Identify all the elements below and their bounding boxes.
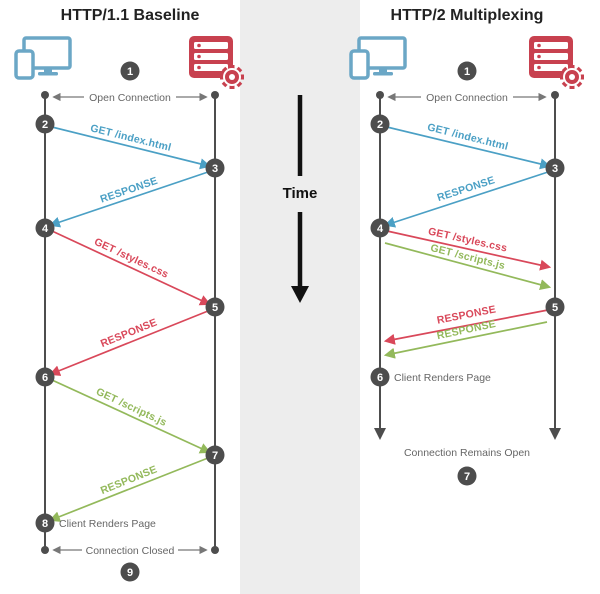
monitor-base-icon: [38, 72, 58, 76]
right-step-5-badge: 5: [545, 297, 565, 317]
server-slot-icon: [194, 53, 228, 60]
left-step-8-badge: 8: [35, 513, 55, 533]
right-step-4-badge: 4: [370, 218, 390, 238]
lifeline-dot: [211, 546, 219, 554]
right-step-3-badge: 3: [545, 158, 565, 178]
client-device-icon: [349, 36, 407, 80]
step-number: 6: [42, 372, 48, 384]
arrow-response-index: [383, 171, 549, 228]
right-step-2-badge: 2: [370, 114, 390, 134]
client-device-icon: [14, 36, 72, 80]
step-number: 5: [552, 302, 558, 314]
step-number: 1: [464, 66, 470, 78]
tablet-icon: [349, 49, 370, 80]
lifeline-arrowhead-icon: [549, 428, 561, 440]
arrow-get-styles: [386, 230, 552, 271]
open-connection-label: Open Connection: [89, 92, 171, 104]
right-panel-title: HTTP/2 Multiplexing: [391, 7, 544, 24]
arrow-get-styles: [51, 230, 212, 306]
left-step-3-badge: 3: [205, 158, 225, 178]
right-step-1-badge: 1: [457, 61, 477, 81]
server-slot-icon: [534, 42, 568, 49]
time-axis: Time: [283, 95, 318, 303]
arrow-response-scripts: [48, 457, 209, 522]
left-step-9-badge: 9: [120, 562, 140, 582]
server-led-icon: [197, 65, 201, 70]
monitor-stand-icon: [379, 68, 387, 72]
step-number: 5: [212, 302, 218, 314]
server-icon: [529, 36, 584, 89]
step-number: 7: [464, 471, 470, 483]
lifeline-dot: [376, 91, 384, 99]
left-step-4-badge: 4: [35, 218, 55, 238]
time-arrowhead-icon: [291, 286, 309, 303]
connection-remains-open-label: Connection Remains Open: [404, 447, 530, 459]
time-label: Time: [283, 185, 318, 202]
left-step-6-badge: 6: [35, 367, 55, 387]
server-led-icon: [197, 43, 201, 48]
server-led-icon: [537, 65, 541, 70]
left-panel-title: HTTP/1.1 Baseline: [61, 7, 200, 24]
right-step-7-badge: 7: [457, 466, 477, 486]
server-slot-icon: [534, 64, 568, 71]
lifeline-dot: [41, 546, 49, 554]
server-icon: [189, 36, 244, 89]
gear-icon: [220, 65, 244, 89]
arrow-get-index: [51, 126, 212, 170]
client-renders-label: Client Renders Page: [59, 518, 156, 530]
lifeline-dot: [41, 91, 49, 99]
step-number: 4: [42, 223, 49, 235]
monitor-stand-icon: [44, 68, 52, 72]
left-step-5-badge: 5: [205, 297, 225, 317]
step-number: 3: [552, 163, 558, 175]
client-renders-label: Client Renders Page: [394, 372, 491, 384]
arrow-get-index: [386, 126, 552, 170]
arrow-get-scripts: [384, 242, 552, 291]
server-led-icon: [537, 43, 541, 48]
lifeline-dot: [551, 91, 559, 99]
arrow-response-scripts: [383, 321, 548, 359]
step-number: 4: [377, 223, 384, 235]
connection-closed-label: Connection Closed: [86, 545, 175, 557]
left-step-7-badge: 7: [205, 445, 225, 465]
step-number: 7: [212, 450, 218, 462]
server-slot-icon: [534, 53, 568, 60]
server-led-icon: [197, 54, 201, 59]
arrow-response-styles: [48, 310, 209, 376]
arrow-response-index: [48, 171, 209, 228]
step-number: 2: [42, 119, 48, 131]
step-number: 2: [377, 119, 383, 131]
tablet-icon: [14, 49, 35, 80]
arrow-get-scripts: [51, 379, 212, 454]
open-connection-label: Open Connection: [426, 92, 508, 104]
gear-icon: [560, 65, 584, 89]
server-slot-icon: [194, 42, 228, 49]
left-step-1-badge: 1: [120, 61, 140, 81]
lifeline-dot: [211, 91, 219, 99]
step-number: 8: [42, 518, 48, 530]
step-number: 3: [212, 163, 218, 175]
lifeline-arrowhead-icon: [374, 428, 386, 440]
left-step-2-badge: 2: [35, 114, 55, 134]
step-number: 6: [377, 372, 383, 384]
arrow-response-styles: [383, 309, 549, 345]
step-number: 9: [127, 567, 133, 579]
server-led-icon: [537, 54, 541, 59]
monitor-base-icon: [373, 72, 393, 76]
step-number: 1: [127, 66, 133, 78]
server-slot-icon: [194, 64, 228, 71]
right-step-6-badge: 6: [370, 367, 390, 387]
